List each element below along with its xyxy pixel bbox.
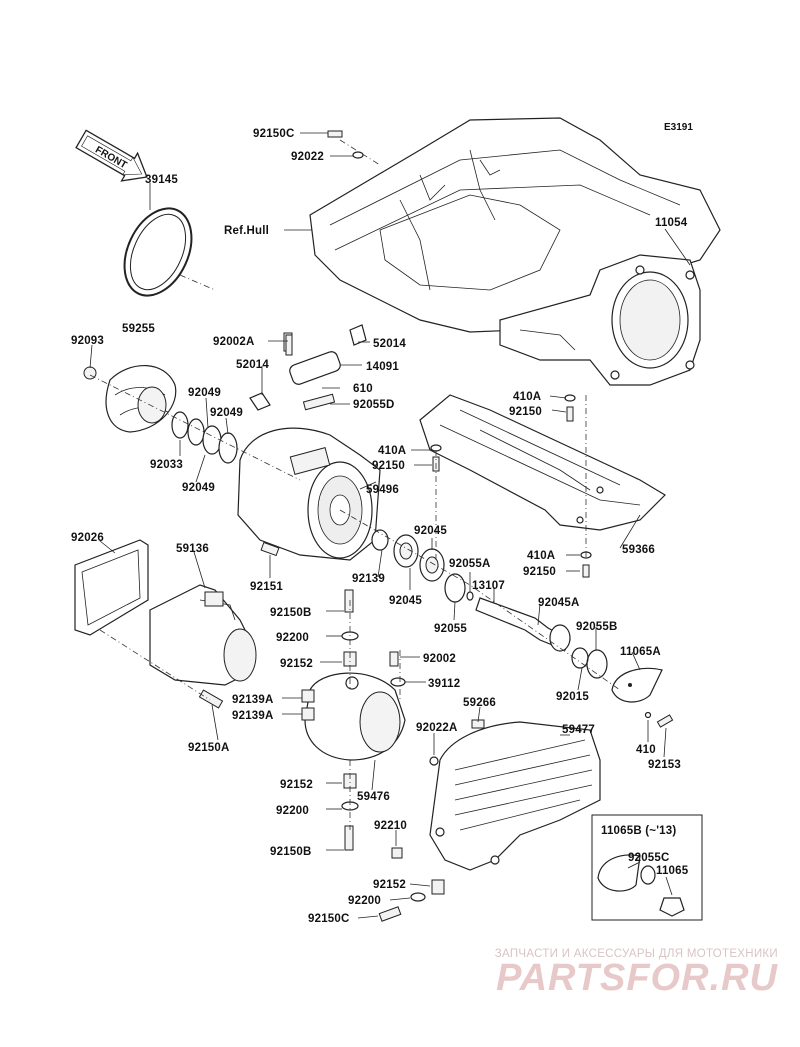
label-59366: 59366 — [622, 544, 655, 556]
part-59477-reverse-bucket — [429, 721, 601, 871]
label-92151: 92151 — [250, 581, 283, 593]
label-92049-b: 92049 — [210, 407, 243, 419]
fasteners — [198, 130, 674, 922]
label-92210: 92210 — [374, 820, 407, 832]
watermark-brand: PARTSFOR.RU — [496, 957, 778, 999]
label-92033: 92033 — [150, 459, 183, 471]
label-59266: 59266 — [463, 697, 496, 709]
center-lines — [89, 139, 621, 830]
seal-stack — [83, 366, 238, 464]
label-92022: 92022 — [291, 151, 324, 163]
label-92055: 92055 — [434, 623, 467, 635]
label-59477: 59477 — [562, 724, 595, 736]
label-92150B-bottom: 92150B — [270, 846, 311, 858]
label-92150A: 92150A — [188, 742, 229, 754]
part-59136-nozzle — [149, 584, 257, 686]
label-92200-top: 92200 — [276, 632, 309, 644]
part-11054 — [499, 254, 701, 386]
label-410A-top: 410A — [513, 391, 541, 403]
label-92153: 92153 — [648, 759, 681, 771]
label-92150C-bottom: 92150C — [308, 913, 349, 925]
label-92152-bottom: 92152 — [373, 879, 406, 891]
label-52014-left: 52014 — [236, 359, 269, 371]
label-92049-a: 92049 — [188, 387, 221, 399]
label-92139A-b: 92139A — [232, 710, 273, 722]
label-92139: 92139 — [352, 573, 385, 585]
label-92045A: 92045A — [538, 597, 579, 609]
label-410A-low: 410A — [527, 550, 555, 562]
label-59496: 59496 — [366, 484, 399, 496]
label-92200-mid: 92200 — [276, 805, 309, 817]
label-92055A: 92055A — [449, 558, 490, 570]
part-labels: 92150C 92022 39145 11054 92093 59255 920… — [71, 128, 689, 925]
label-410: 410 — [636, 744, 656, 756]
label-11054: 11054 — [655, 217, 688, 229]
part-59366-rail — [419, 394, 666, 531]
part-92026-gasket — [74, 539, 149, 636]
label-52014-right: 52014 — [373, 338, 406, 350]
label-92152-top: 92152 — [280, 658, 313, 670]
label-92200-bottom: 92200 — [348, 895, 381, 907]
label-92150-top: 92150 — [509, 406, 542, 418]
label-92055D: 92055D — [353, 399, 394, 411]
part-11065A-cap — [611, 667, 663, 703]
label-92055C: 92055C — [628, 852, 669, 864]
inset-label: 11065B (~'13) — [601, 825, 676, 837]
watermark: ЗАПЧАСТИ И АКСЕССУАРЫ ДЛЯ МОТОТЕХНИКИ PA… — [494, 948, 778, 999]
ref-hull-label: Ref.Hull — [224, 225, 269, 237]
label-11065: 11065 — [656, 865, 689, 877]
label-92015: 92015 — [556, 691, 589, 703]
part-59255-impeller — [105, 365, 177, 433]
label-92002: 92002 — [423, 653, 456, 665]
label-92055B: 92055B — [576, 621, 617, 633]
leader-lines — [89, 132, 691, 919]
label-92022A: 92022A — [416, 722, 457, 734]
label-92002A: 92002A — [213, 336, 254, 348]
label-13107: 13107 — [472, 580, 505, 592]
label-92150B-top: 92150B — [270, 607, 311, 619]
label-92150-mid: 92150 — [372, 460, 405, 472]
inset-box — [591, 814, 703, 921]
label-39145: 39145 — [145, 174, 178, 186]
label-14091: 14091 — [366, 361, 399, 373]
label-92049-c: 92049 — [182, 482, 215, 494]
part-59476-nozzle — [301, 672, 406, 761]
label-92150C-top: 92150C — [253, 128, 294, 140]
label-59136: 59136 — [176, 543, 209, 555]
label-59476: 59476 — [357, 791, 390, 803]
label-610: 610 — [353, 383, 373, 395]
label-59255: 59255 — [122, 323, 155, 335]
label-92152-mid: 92152 — [280, 779, 313, 791]
label-92150-low: 92150 — [523, 566, 556, 578]
front-arrow-icon: FRONT — [75, 129, 148, 182]
label-92026: 92026 — [71, 532, 104, 544]
label-92139A-a: 92139A — [232, 694, 273, 706]
part-59496-pump-case — [237, 427, 381, 561]
part-39145-ring — [123, 207, 193, 297]
label-11065A: 11065A — [620, 646, 661, 658]
watermark-tagline: ЗАПЧАСТИ И АКСЕССУАРЫ ДЛЯ МОТОТЕХНИКИ — [494, 948, 778, 960]
part-13107-shaft — [475, 597, 608, 679]
label-410A-mid: 410A — [378, 445, 406, 457]
diagram-code: E3191 — [664, 122, 693, 133]
label-39112: 39112 — [428, 678, 460, 690]
label-92045-bottom: 92045 — [389, 595, 422, 607]
label-92045-top: 92045 — [414, 525, 447, 537]
label-92093: 92093 — [71, 335, 104, 347]
